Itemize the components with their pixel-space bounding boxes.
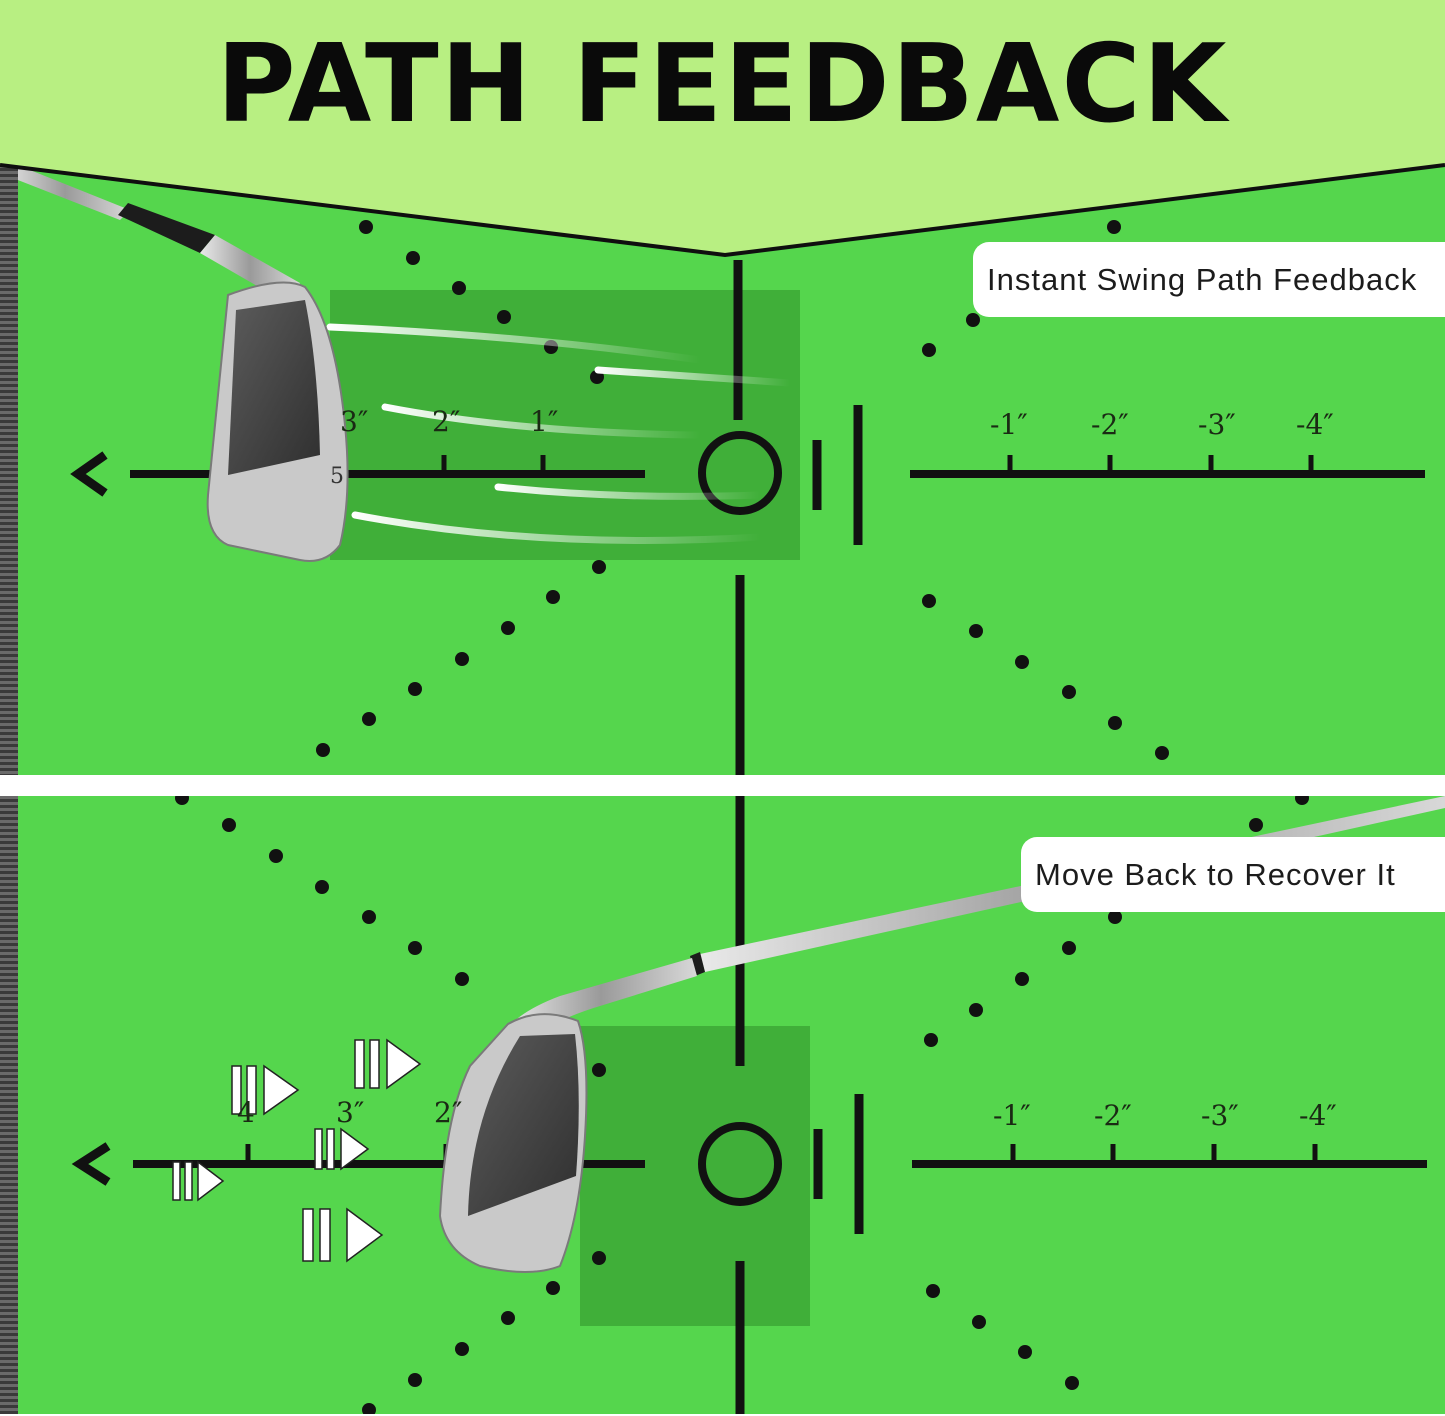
dot-trail-upper-right <box>922 220 1121 357</box>
top-mat-artwork: 5 <box>0 165 1425 775</box>
dot-trail-upper-left <box>175 796 606 1077</box>
callout-instant-feedback: Instant Swing Path Feedback <box>973 242 1445 317</box>
tick-label: 2″ <box>434 1096 463 1129</box>
fast-forward-icon <box>231 1064 300 1116</box>
tick-label: 4 <box>237 1096 255 1129</box>
dot-trail-lower-right <box>922 594 1169 760</box>
golf-club-iron-top: 5 <box>0 165 349 562</box>
tick-label: 3″ <box>336 1096 365 1129</box>
tick-label: -3″ <box>1198 408 1236 441</box>
tick-label: -4″ <box>1299 1099 1337 1132</box>
header-chevron <box>0 0 1445 258</box>
fast-forward-icon <box>354 1038 422 1090</box>
tick-label: -1″ <box>990 408 1028 441</box>
tick-label: 2″ <box>432 405 461 438</box>
fast-forward-icon <box>302 1207 384 1263</box>
tick-label: -4″ <box>1296 408 1334 441</box>
dot-trail-lower-left <box>316 560 606 757</box>
dot-trail-lower-left <box>362 1251 606 1414</box>
ball-target-circle <box>698 431 782 515</box>
fast-forward-icon <box>314 1127 370 1171</box>
section-divider <box>0 775 1445 796</box>
club-number-label: 5 <box>330 464 344 489</box>
left-arrow-icon <box>70 451 108 497</box>
mat-edge-strip <box>0 796 18 1414</box>
tick-label: -1″ <box>993 1099 1031 1132</box>
left-arrow-icon <box>71 1142 111 1186</box>
tick-label: -2″ <box>1094 1099 1132 1132</box>
tick-label: 1″ <box>530 405 559 438</box>
bottom-mat-panel: -1″ -2″ -3″ -4″ 4 3″ 2″ <box>0 796 1445 1414</box>
callout-move-back: Move Back to Recover It <box>1021 837 1445 912</box>
bottom-mat-artwork <box>71 796 1445 1414</box>
page-title-overlay: PATH FEEDBACK <box>216 22 1229 147</box>
recover-arrows <box>172 1038 422 1263</box>
tick-label: -3″ <box>1201 1099 1239 1132</box>
fast-forward-icon <box>172 1160 225 1202</box>
ball-target-circle <box>698 1122 782 1206</box>
dot-trail-lower-right <box>926 1284 1079 1390</box>
dot-trail-upper-right <box>924 796 1309 1047</box>
tick-label: 3″ <box>340 405 369 438</box>
impact-zone-patch <box>330 290 800 560</box>
mat-edge-strip <box>0 165 18 775</box>
tick-label: -2″ <box>1091 408 1129 441</box>
impact-zone-patch <box>580 1026 810 1326</box>
swing-motion-lines <box>326 323 794 545</box>
top-mat-panel: 5 -1″ -2″ -3″ -4″ 3″ 2″ 1″ <box>0 165 1445 775</box>
